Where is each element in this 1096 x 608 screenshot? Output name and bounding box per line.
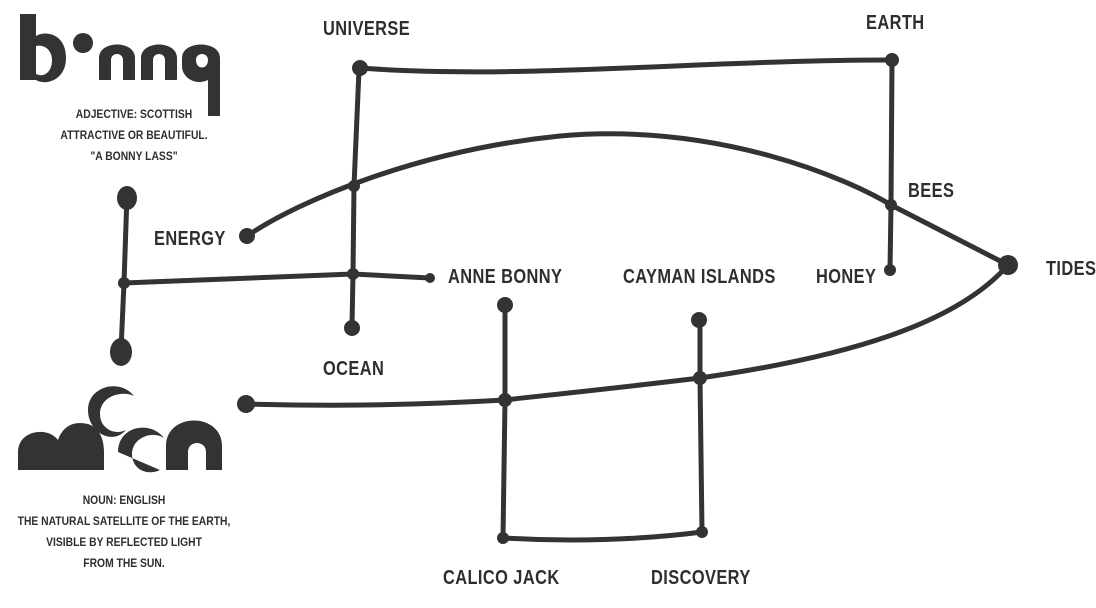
label-honey: HONEY — [816, 266, 877, 288]
node-dot-moon-left — [237, 395, 255, 413]
edge-anne-calico — [500, 302, 508, 541]
label-discovery: DISCOVERY — [651, 567, 751, 589]
moon-definition-line-1: NOUN: ENGLISH — [82, 493, 166, 507]
label-bees: BEES — [908, 180, 955, 202]
bonny-letter-n1 — [99, 44, 135, 80]
edge-universe-ocean — [349, 67, 362, 329]
node-dot-bonny-end — [117, 186, 137, 210]
moon-definition-line-4: FROM THE SUN. — [83, 556, 165, 570]
junction-universe-anne — [347, 268, 359, 280]
moon-letter-o2-crescent — [118, 427, 164, 473]
moon-logo — [18, 386, 222, 473]
connector-lines — [118, 57, 1011, 543]
bonny-logo — [20, 14, 220, 116]
node-dot-ocean — [344, 320, 360, 336]
bonny-letter-n2 — [141, 44, 177, 80]
bonny-definition-line-2: ATTRACTIVE OR BEAUTIFUL. — [60, 128, 208, 142]
junction-earth-bees — [885, 199, 897, 211]
bonny-definition-line-3: "A BONNY LASS" — [90, 149, 178, 163]
node-dot-tides — [998, 255, 1018, 275]
edge-universe-earth — [357, 57, 895, 75]
label-cayman-islands: CAYMAN ISLANDS — [623, 266, 776, 288]
label-ocean: OCEAN — [323, 358, 385, 380]
moon-letter-n — [166, 420, 222, 470]
moon-definition-line-2: THE NATURAL SATELLITE OF THE EARTH, — [17, 514, 231, 528]
edge-calico-discovery — [500, 529, 705, 543]
bonny-letter-y — [182, 44, 220, 116]
node-dots — [110, 53, 1018, 544]
node-dot-universe — [352, 60, 368, 76]
junction-cayman-tides — [693, 371, 707, 385]
bonny-definition-line-1: ADJECTIVE: SCOTTISH — [75, 107, 193, 121]
moon-letter-m — [18, 422, 104, 470]
moon-definition: NOUN: ENGLISH THE NATURAL SATELLITE OF T… — [12, 490, 236, 574]
edge-junction-anne — [121, 271, 433, 286]
junction-moon-line — [118, 277, 130, 289]
node-dot-honey — [884, 264, 896, 276]
moon-letter-o1-crescent — [88, 386, 134, 437]
node-dot-cayman — [691, 312, 707, 328]
moon-definition-line-3: VISIBLE BY REFLECTED LIGHT — [46, 535, 202, 549]
bonny-letter-b — [20, 14, 66, 83]
label-earth: EARTH — [866, 12, 925, 34]
label-tides: TIDES — [1046, 258, 1096, 280]
edge-earth-honey — [887, 57, 895, 273]
node-dot-energy — [239, 228, 255, 244]
node-dot-anne-bonny-start — [425, 273, 435, 283]
node-dot-anne-bonny — [497, 297, 513, 313]
label-calico-jack: CALICO JACK — [443, 567, 560, 589]
edge-bonny-moon — [118, 192, 130, 353]
node-dot-calico — [497, 532, 509, 544]
label-energy: ENERGY — [154, 228, 226, 250]
edge-cayman-discovery — [697, 317, 705, 535]
junction-universe-energy — [348, 180, 360, 192]
node-dot-moon-end — [110, 338, 132, 366]
edge-tides-moon — [243, 262, 1011, 408]
label-anne-bonny: ANNE BONNY — [448, 266, 563, 288]
edge-bees-tides — [888, 202, 1011, 268]
node-dot-discovery — [696, 526, 708, 538]
label-universe: UNIVERSE — [323, 18, 411, 40]
bonny-definition: ADJECTIVE: SCOTTISH ATTRACTIVE OR BEAUTI… — [48, 104, 220, 167]
edge-energy-bees — [244, 131, 894, 239]
bonny-letter-o — [73, 33, 93, 53]
node-dot-earth — [885, 53, 899, 67]
junction-anne-moon — [498, 393, 512, 407]
